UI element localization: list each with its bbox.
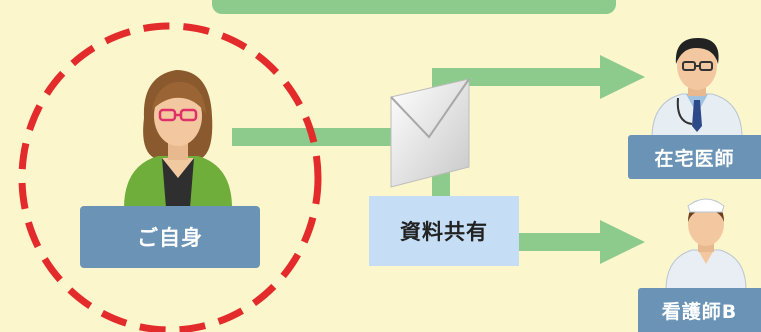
connector-to-doctor — [432, 68, 604, 86]
woman-with-glasses-icon — [118, 58, 238, 208]
connector-self-to-envelope — [232, 128, 402, 146]
self-label: ご自身 — [80, 206, 260, 268]
share-label: 資料共有 — [369, 196, 519, 266]
arrow-to-doctor — [600, 55, 645, 99]
self-highlight-circle — [18, 22, 322, 332]
top-green-bar — [212, 0, 616, 14]
doctor-label: 在宅医師 — [628, 135, 761, 179]
nurse-icon — [664, 192, 748, 291]
nurse-label: 看護師B — [638, 288, 761, 332]
arrow-to-nurse — [600, 220, 645, 264]
envelope-icon — [385, 75, 475, 195]
doctor-icon — [648, 30, 746, 139]
